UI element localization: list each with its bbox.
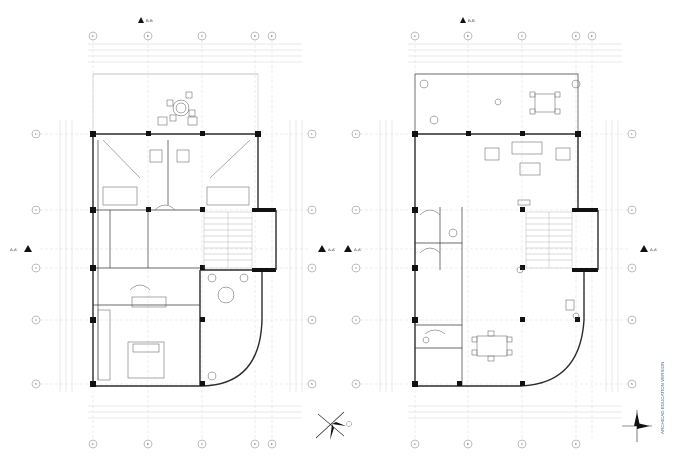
right-grid-bubbles: A B C D E A B C D 1 2 3 4 5: [351, 31, 637, 449]
svg-text:1: 1: [35, 132, 37, 136]
left-grid-lines: [40, 40, 310, 440]
svg-text:D: D: [575, 34, 578, 38]
right-floor-plan: B-B A-A' A-A' A B C D E A B C D: [344, 17, 658, 449]
svg-text:C: C: [201, 34, 204, 38]
right-columns: [412, 131, 581, 387]
left-section-label-top: B-B: [146, 18, 153, 23]
svg-text:D: D: [254, 34, 257, 38]
right-staircase: [525, 211, 573, 269]
left-furniture: [97, 139, 251, 381]
svg-text:2: 2: [355, 208, 357, 212]
right-section-markers: B-B A-A' A-A': [344, 17, 658, 252]
left-grid-bubbles: A B C D E A B C D E 1 2 3 4: [31, 31, 317, 449]
svg-text:1: 1: [311, 132, 313, 136]
svg-text:3: 3: [631, 266, 633, 270]
right-section-label-west: A-A': [354, 247, 362, 252]
svg-text:B: B: [467, 34, 469, 38]
left-floor-plan: B-B A-A' A-A' A B C D E A B C D: [10, 17, 352, 449]
svg-text:A: A: [92, 34, 94, 38]
svg-text:4: 4: [35, 318, 37, 322]
svg-text:2: 2: [631, 208, 633, 212]
svg-text:D: D: [575, 442, 578, 446]
left-section-markers: B-B A-A' A-A': [10, 17, 336, 252]
svg-text:1: 1: [631, 132, 633, 136]
svg-text:B: B: [467, 442, 469, 446]
svg-text:A: A: [414, 34, 416, 38]
svg-text:E: E: [271, 34, 273, 38]
svg-text:2: 2: [311, 208, 313, 212]
watermark-text: ARCHICAD EDUCATION VERSION: [660, 362, 665, 434]
svg-text:3: 3: [311, 266, 313, 270]
svg-text:D: D: [254, 442, 257, 446]
left-staircase: [203, 211, 253, 269]
svg-text:5: 5: [311, 382, 313, 386]
left-dimension-lines-top: [59, 43, 303, 419]
svg-text:A: A: [414, 442, 416, 446]
svg-text:5: 5: [631, 382, 633, 386]
left-section-label-west: A-A': [10, 247, 18, 252]
left-section-label-east: A-A': [328, 247, 336, 252]
svg-text:3: 3: [35, 266, 37, 270]
svg-text:C: C: [201, 442, 204, 446]
svg-text:4: 4: [355, 318, 357, 322]
left-walls: [92, 133, 277, 387]
svg-text:3: 3: [355, 266, 357, 270]
svg-text:E: E: [271, 442, 273, 446]
left-terrace: [92, 73, 259, 131]
right-north-arrow: [622, 410, 652, 442]
svg-text:C: C: [521, 442, 524, 446]
svg-text:5: 5: [355, 382, 357, 386]
svg-text:5: 5: [35, 382, 37, 386]
right-grid-lines: [360, 40, 630, 440]
svg-text:B: B: [147, 34, 149, 38]
svg-text:1: 1: [355, 132, 357, 136]
right-furniture: [419, 141, 580, 362]
svg-text:4: 4: [311, 318, 313, 322]
svg-text:A: A: [92, 442, 94, 446]
svg-text:C: C: [521, 34, 524, 38]
svg-text:4: 4: [631, 318, 633, 322]
right-section-label-top: B-B: [468, 18, 475, 23]
left-north-arrow: [315, 411, 352, 440]
right-dimension-lines: [379, 43, 622, 419]
right-section-label-east: A-A': [650, 247, 658, 252]
svg-text:B: B: [147, 442, 149, 446]
svg-text:E: E: [591, 34, 593, 38]
left-columns: [90, 131, 261, 387]
svg-text:2: 2: [35, 208, 37, 212]
right-terrace: [414, 73, 581, 131]
